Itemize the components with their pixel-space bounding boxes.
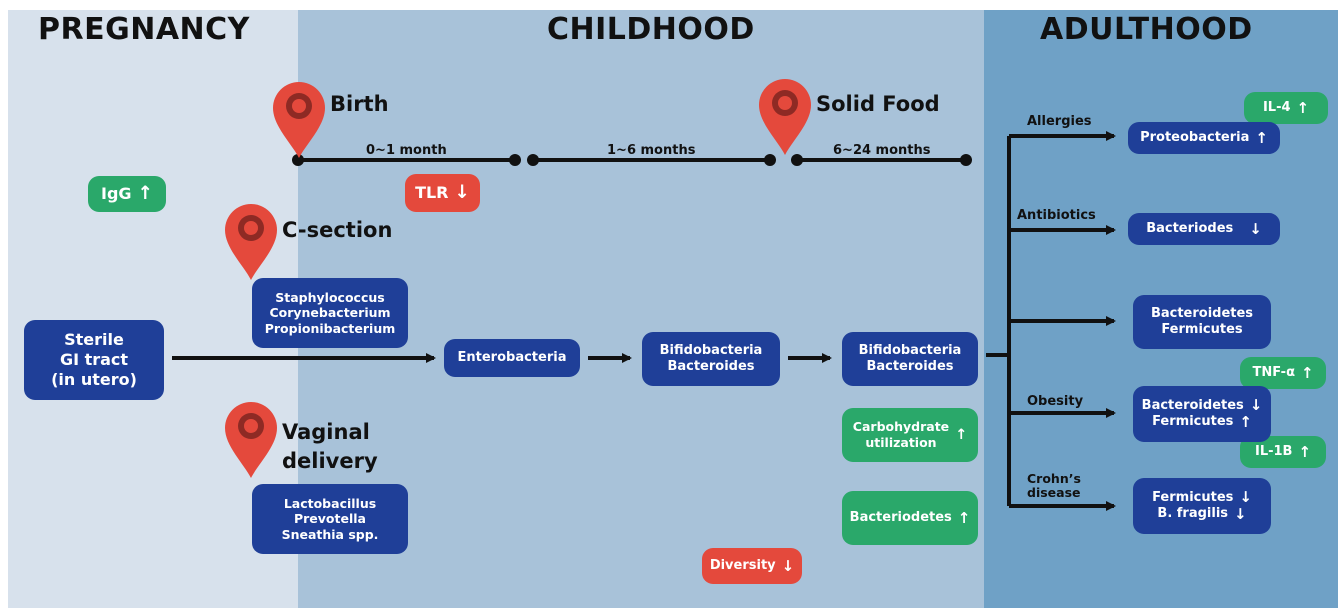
vaginal-delivery-label: Vaginal delivery (282, 420, 378, 474)
up-arrow-icon: ↑ (1296, 98, 1310, 117)
timeline-dot (509, 154, 521, 166)
timeline-dot (791, 154, 803, 166)
vaginal-bacteria-node: Lactobacillus Prevotella Sneathia spp. (252, 484, 408, 554)
period-label-1: 0~1 month (366, 143, 447, 158)
down-arrow-icon: ↓ (1239, 488, 1252, 507)
location-pin-icon (273, 82, 325, 158)
crohns-label: Crohn’s disease (1027, 471, 1081, 501)
up-arrow-icon: ↑ (1255, 128, 1268, 147)
up-arrow-icon: ↑ (1301, 363, 1314, 382)
down-arrow-icon: ↓ (1249, 396, 1263, 415)
obesity-result-node: Bacteroidetes↓ Fermicutes↑ (1133, 386, 1271, 442)
down-arrow-icon: ↓ (781, 556, 795, 575)
adulthood-title: ADULTHOOD (1040, 12, 1253, 47)
down-arrow-icon: ↓ (454, 181, 470, 203)
obesity-label: Obesity (1027, 394, 1084, 409)
solid-food-label: Solid Food (816, 92, 940, 116)
location-pin-icon (225, 204, 277, 280)
birth-label: Birth (330, 92, 389, 116)
timeline-dot (292, 154, 304, 166)
crohns-result-node: Fermicutes↓ B. fragilis↓ (1133, 478, 1271, 534)
pregnancy-panel (8, 10, 298, 608)
bacteriodes-node: Bacteriodes↓ (1128, 213, 1280, 245)
igg-badge: IgG↑ (88, 176, 166, 212)
tnf-badge: TNF-α↑ (1240, 357, 1326, 389)
location-pin-icon (225, 402, 277, 478)
down-arrow-icon: ↓ (1249, 219, 1262, 238)
up-arrow-icon: ↑ (137, 182, 153, 204)
down-arrow-icon: ↓ (1234, 504, 1247, 523)
antibiotics-label: Antibiotics (1017, 208, 1096, 223)
bacteriodetes-badge: Bacteriodetes↑ (842, 491, 978, 545)
enterobacteria-node: Enterobacteria (444, 339, 580, 377)
timeline-dot (960, 154, 972, 166)
pregnancy-title: PREGNANCY (38, 12, 250, 47)
period-label-2: 1~6 months (607, 143, 696, 158)
diversity-badge: Diversity↓ (702, 548, 802, 584)
c-section-bacteria-node: Staphylococcus Corynebacterium Propionib… (252, 278, 408, 348)
timeline-dot (527, 154, 539, 166)
sterile-gi-node: Sterile GI tract (in utero) (24, 320, 164, 400)
location-pin-icon (759, 79, 811, 155)
c-section-label: C-section (282, 218, 393, 242)
up-arrow-icon: ↑ (957, 508, 971, 527)
childhood-title: CHILDHOOD (547, 12, 755, 47)
up-arrow-icon: ↑ (1298, 442, 1311, 461)
up-arrow-icon: ↑ (955, 426, 968, 443)
timeline-dot (764, 154, 776, 166)
tlr-badge: TLR↓ (405, 174, 480, 212)
proteobacteria-node: Proteobacteria↑ (1128, 122, 1280, 154)
allergies-label: Allergies (1027, 114, 1092, 129)
period-label-3: 6~24 months (833, 143, 931, 158)
up-arrow-icon: ↑ (1239, 412, 1252, 431)
il4-badge: IL-4↑ (1244, 92, 1328, 124)
